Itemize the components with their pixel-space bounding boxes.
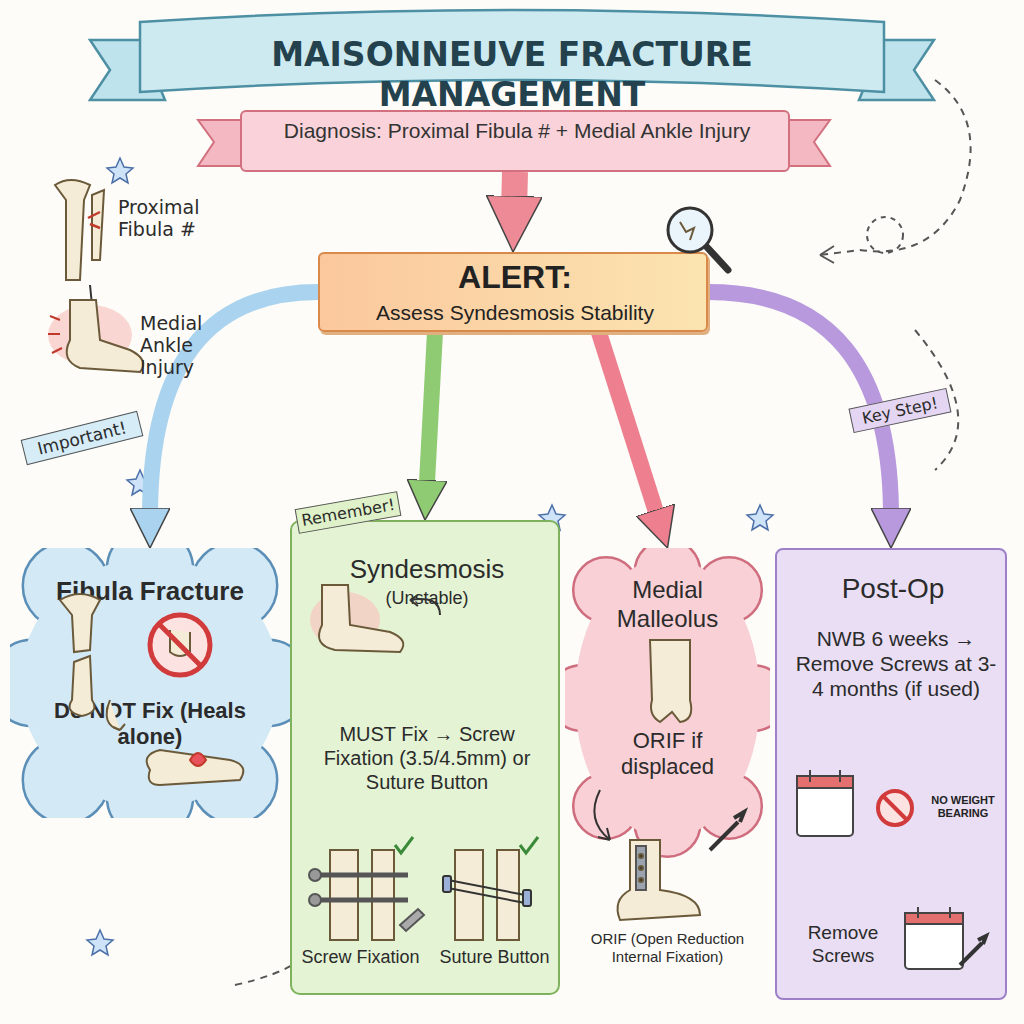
node-heading: Post-Op <box>777 572 1009 606</box>
node-heading: ALERT: <box>320 258 710 296</box>
node-text: Suture Button <box>432 947 557 969</box>
node-text: NWB 6 weeks → Remove Screws at 3-4 month… <box>793 626 999 702</box>
dashed-swirl <box>820 246 834 263</box>
ribbon-tail <box>90 40 165 100</box>
node-text: Assess Syndesmosis Stability <box>320 300 710 325</box>
node-text: Screw Fixation <box>298 947 423 969</box>
syndesmosis-box: Syndesmosis (Unstable) MUST Fix → Screw Fi… <box>290 520 560 995</box>
node-text: NO WEIGHT BEARING <box>925 794 1001 820</box>
alert-box: ALERT: Assess Syndesmosis Stability <box>318 252 708 332</box>
part-label: Medial Ankle Injury <box>140 312 250 378</box>
node-heading: Diagnosis: Proximal Fibula # + Medial An… <box>252 118 782 143</box>
malleolus-cloud: Medial MalleolusORIF if displacedORIF (O… <box>565 548 770 988</box>
callout-tag: Key Step! <box>848 388 951 433</box>
node-text: 6 <box>799 794 855 830</box>
callout-tag: Important! <box>21 411 144 465</box>
node-heading: Medial Malleolus <box>580 576 755 634</box>
cloud-body <box>575 558 760 838</box>
node-text: Remove Screws <box>787 922 899 968</box>
flow-arrow <box>708 292 891 516</box>
flow-arrow <box>599 332 658 518</box>
node-text: Do NOT Fix (Heals alone) <box>50 698 250 751</box>
postop-box: Post-OpNWB 6 weeks → Remove Screws at 3-… <box>775 548 1007 1000</box>
node-text: MUST Fix → Screw Fixation (3.5/4.5mm) or… <box>304 722 550 794</box>
diagnosis-banner: Diagnosis: Proximal Fibula # + Medial An… <box>240 110 790 172</box>
cloud-body <box>20 558 280 808</box>
dashed-swirl <box>820 80 971 255</box>
flow-arrow <box>501 172 528 207</box>
node-text: 3-4 <box>907 935 965 958</box>
node-text: (Unstable) <box>302 588 552 610</box>
node-heading: Syndesmosis <box>302 554 552 585</box>
part-label: Proximal Fibula # <box>118 196 228 240</box>
ankle-illustration <box>48 300 143 372</box>
star <box>127 470 153 495</box>
star <box>747 505 773 530</box>
node-text: ORIF if displaced <box>585 728 750 781</box>
node-heading: Fibula Fracture <box>40 576 260 607</box>
flow-arrow <box>427 332 435 488</box>
star <box>107 158 133 183</box>
dashed-swirl <box>867 217 903 253</box>
fibula-cloud: Fibula Fracture Do NOT Fix (Heals alone) <box>10 548 290 818</box>
fibula-illustration <box>55 180 104 311</box>
diagram-title: MAISONNEUVE FRACTURE MANAGEMENT <box>150 35 874 114</box>
ribbon-tail <box>859 40 934 100</box>
node-text: ORIF (Open Reduction Internal Fixation) <box>565 930 770 966</box>
star <box>87 930 113 955</box>
